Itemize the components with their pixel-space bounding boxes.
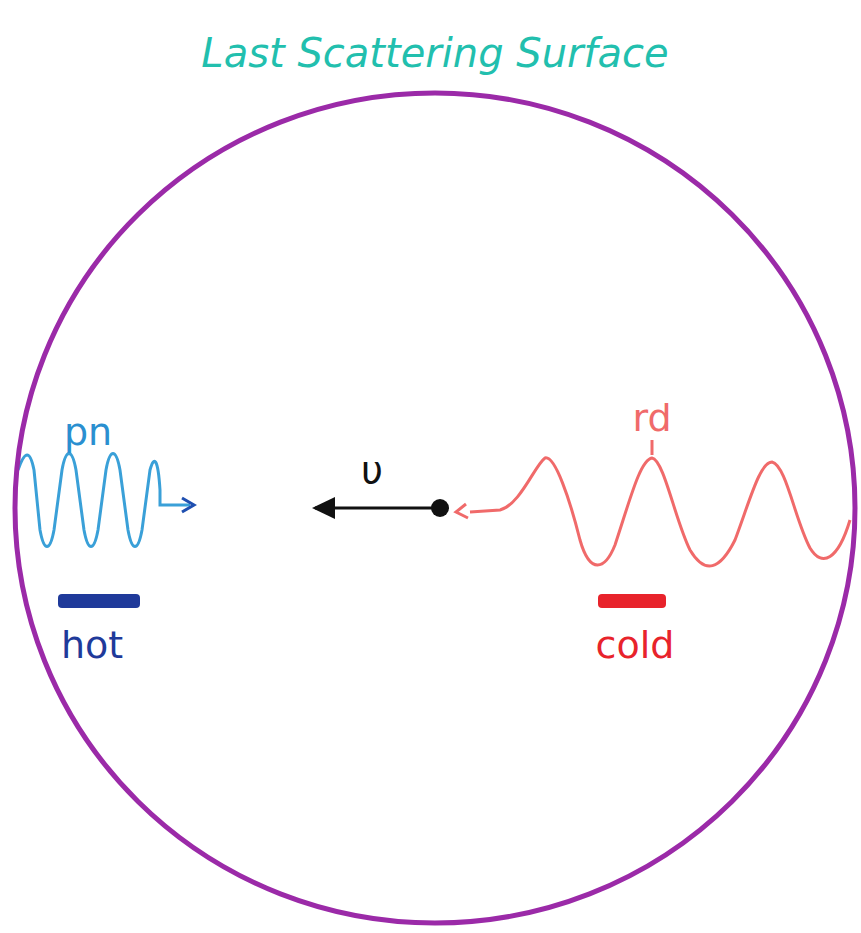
surface-title: Last Scattering Surface: [201, 30, 668, 76]
red-arrowhead: [456, 504, 468, 518]
red-tick: [651, 440, 654, 455]
blue-label: pn: [64, 410, 112, 454]
last-scattering-circle: Last Scattering Surface: [12, 90, 858, 926]
circle-outline: [12, 90, 858, 926]
velocity-label: υ: [361, 448, 383, 492]
hot-label: hot: [61, 623, 123, 667]
hot-bar: [58, 594, 140, 608]
cold-bar: [598, 594, 666, 608]
velocity-arrowhead: [312, 497, 335, 519]
observer: [431, 499, 449, 517]
red-wave: [470, 458, 850, 566]
blue-arrowhead: [182, 498, 194, 512]
cold-label: cold: [596, 623, 675, 667]
blue-wave: [18, 454, 190, 547]
circle-stroke: [15, 93, 855, 923]
red-label: rd: [632, 396, 671, 440]
